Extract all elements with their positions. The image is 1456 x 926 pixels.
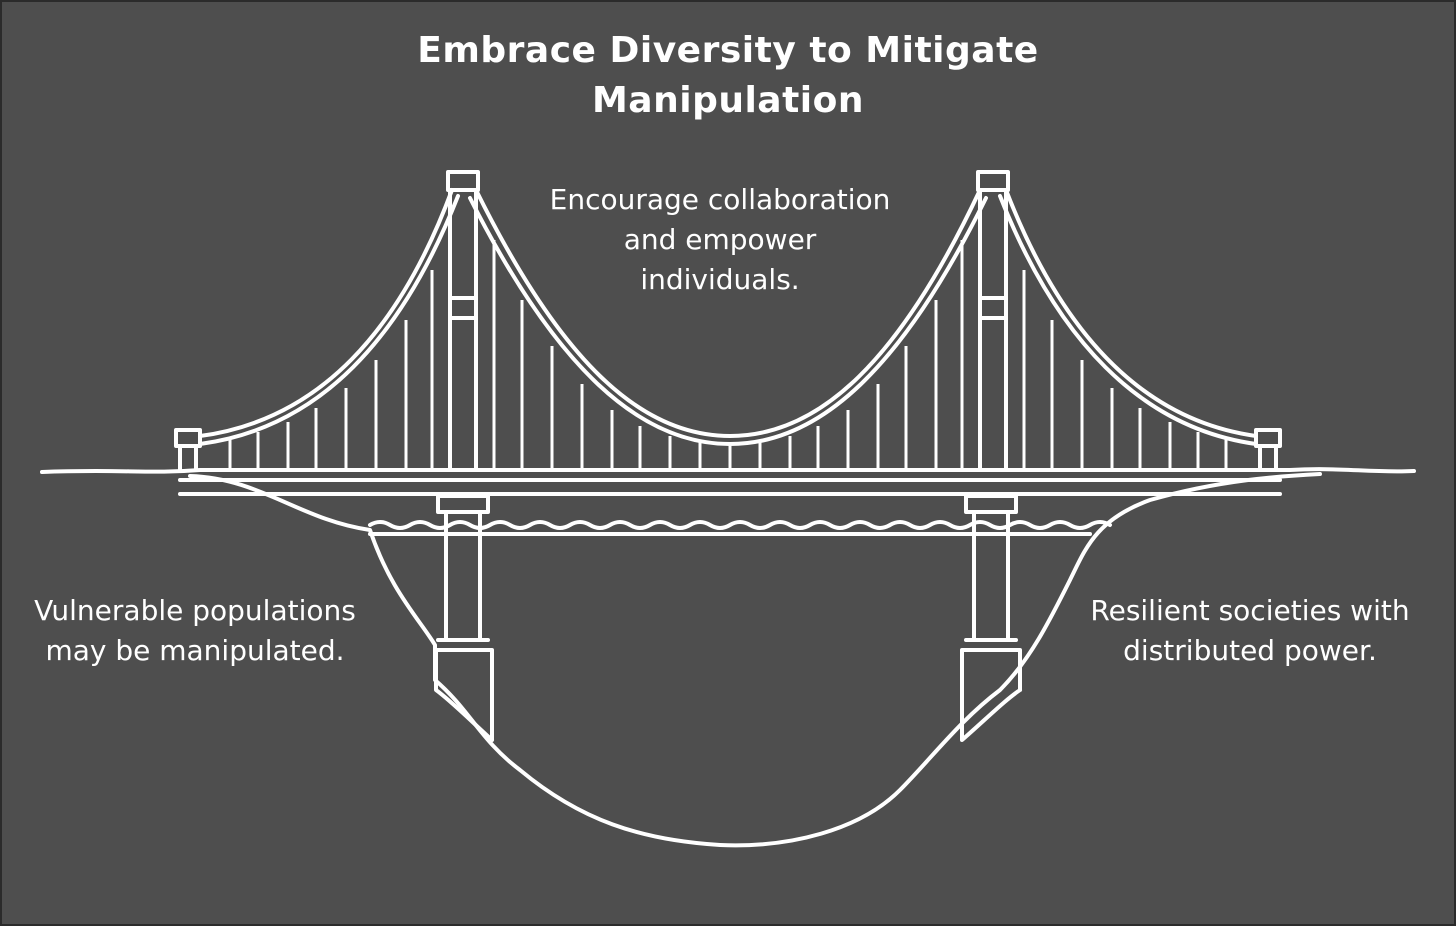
right-anchor-post — [1254, 428, 1282, 472]
left-tower-cap — [446, 170, 480, 192]
suspension-hangers — [228, 240, 1228, 470]
main-cable-center — [474, 188, 982, 438]
diagram-title: Embrace Diversity to Mitigate Manipulati… — [417, 30, 1039, 121]
valley-outline — [188, 472, 1322, 848]
main-cable-center-2 — [468, 196, 988, 446]
main-cable-right-span-2 — [998, 194, 1258, 446]
right-tower-band — [978, 296, 1008, 320]
water-waves — [368, 520, 1112, 530]
left-tower-upper — [448, 188, 478, 472]
right-pier — [960, 494, 1022, 742]
label-vulnerable-populations: Vulnerable populations may be manipulate… — [34, 594, 356, 667]
label-collaboration: Encourage collaboration and empower indi… — [549, 183, 891, 296]
right-tower-upper — [978, 188, 1008, 472]
main-cable-left-span — [198, 188, 454, 438]
label-resilient-societies: Resilient societies with distributed pow… — [1090, 594, 1410, 667]
left-pier — [434, 494, 494, 742]
left-anchor-post — [174, 428, 202, 472]
ground-line — [40, 467, 1416, 474]
main-cable-right-span — [1004, 188, 1258, 438]
right-tower-cap — [976, 170, 1010, 192]
main-cable-left-span-2 — [198, 194, 460, 446]
left-tower-band — [448, 296, 478, 320]
